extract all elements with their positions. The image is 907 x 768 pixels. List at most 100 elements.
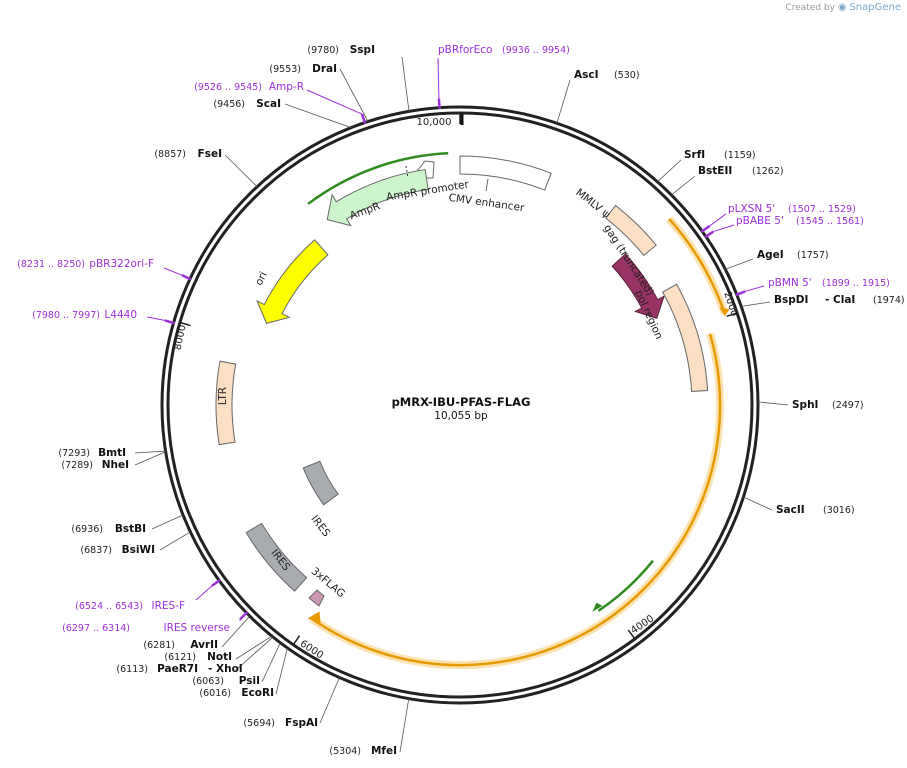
enzyme-leader-asci [556, 79, 571, 124]
feature-cmv-enhancer [459, 155, 552, 191]
enzyme-name-noti: NotI [207, 651, 232, 663]
enzyme-leader-drai [339, 68, 369, 122]
enzyme-pos-bmti: (7293) [58, 448, 90, 459]
feature-pol-region [661, 283, 709, 392]
primer-range-ires-reverse: (6297 .. 6314) [62, 623, 130, 634]
primer-range-amp-r: (9526 .. 9545) [194, 82, 262, 93]
primer-range-l4440: (7980 .. 7997) [32, 310, 100, 321]
enzyme-leader-noti [235, 635, 273, 660]
tick-mark-6000 [293, 635, 301, 645]
enzyme-pos-avrii: (6281) [143, 640, 175, 651]
green-orf-arrow-upper [307, 152, 449, 205]
enzyme-leader-nhei [134, 451, 166, 466]
enzyme-name-scai: ScaI [256, 98, 281, 110]
enzyme-name-bstbi: BstBI [115, 523, 146, 535]
enzyme-pos-agei: (1757) [797, 250, 829, 261]
primer-name-pbrforeco: pBRforEco [438, 44, 492, 56]
enzyme-name-bspdi: BspDI [774, 294, 808, 306]
enzyme-leader-mfei [399, 698, 410, 753]
leader-line-layer [134, 56, 789, 753]
enzyme-name-srfi: SrfI [684, 149, 705, 161]
enzyme-name-agei: AgeI [757, 249, 784, 261]
feature-ampr [326, 168, 429, 227]
primer-mark-pbmn-5 [735, 290, 746, 297]
primer-name-ires-reverse: IRES reverse [164, 622, 231, 634]
primer-name-pbmn-5: pBMN 5' [768, 277, 812, 289]
enzyme-name-ecori: EcoRI [241, 687, 274, 699]
primer-range-ires-f: (6524 .. 6543) [75, 601, 143, 612]
enzyme-name-drai: DraI [312, 63, 337, 75]
enzyme-leader-bspdi [741, 301, 771, 307]
enzyme-pos-bsiwi: (6837) [80, 545, 112, 556]
plasmid-name: pMRX-IBU-PFAS-FLAG [392, 395, 531, 409]
enzyme-leader-sphi [757, 401, 789, 406]
feature-mmlv-psi [605, 204, 657, 257]
enzyme-name-bmti: BmtI [98, 447, 126, 459]
primer-name-amp-r: Amp-R [269, 81, 304, 93]
tick-mark-2000 [726, 312, 737, 318]
tick-layer [180, 114, 737, 645]
green-orf-arrow-lower [597, 559, 654, 612]
enzyme-name-sspi: SspI [350, 44, 375, 56]
enzyme-pos-ecori: (6016) [199, 688, 231, 699]
enzyme-leader-bsiwi [159, 531, 191, 551]
enzyme-name-nhei: NheI [102, 459, 129, 471]
enzyme-pos-noti: (6121) [164, 652, 196, 663]
feature-ires-inner [302, 460, 339, 506]
primer-name-plxsn-5: pLXSN 5' [728, 203, 775, 215]
enzyme-pos-psii: (6063) [192, 676, 224, 687]
enzyme-name-fspai: FspAI [285, 717, 318, 729]
primer-range-pbabe-5: (1545 .. 1561) [796, 216, 864, 227]
enzyme-leader-sacii [743, 496, 773, 511]
orf-arc-top [668, 218, 726, 314]
enzyme-extra-bspdi: - ClaI [825, 294, 855, 306]
primer-range-plxsn-5: (1507 .. 1529) [788, 204, 856, 215]
primer-name-ires-f: IRES-F [151, 600, 185, 612]
primer-range-pbrforeco: (9936 .. 9954) [502, 45, 570, 56]
primer-leader-plxsn-5 [709, 213, 727, 227]
primer-leader-pbr322ori-f [163, 267, 182, 276]
enzyme-leader-srfi [657, 159, 682, 183]
orf-arrowhead-top [719, 307, 730, 317]
enzyme-leader-sspi [401, 56, 410, 112]
enzyme-leader-bstbi [151, 514, 184, 530]
enzyme-name-bsteii: BstEII [698, 165, 732, 177]
enzyme-pos-bspdi: (1974) [873, 295, 905, 306]
enzyme-pos-paer7i: (6113) [116, 664, 148, 675]
primer-mark-amp-r [360, 113, 367, 124]
primer-mark-ires-f [211, 578, 221, 587]
tick-label-0: 10,000 [417, 117, 452, 128]
enzyme-name-asci: AscI [574, 69, 599, 81]
feature-3xflag [308, 589, 325, 607]
feature-ori [256, 239, 329, 324]
enzyme-leader-paer7i [235, 636, 274, 671]
enzyme-leader-fspai [319, 677, 340, 724]
feature-label-cmv-enhancer: CMV enhancer [448, 192, 526, 215]
cmv-enhancer-leader [485, 178, 489, 192]
enzyme-name-bsiwi: BsiWI [122, 544, 155, 556]
enzyme-leader-bsteii [671, 175, 696, 196]
enzyme-leader-psii [261, 642, 281, 683]
orf-arc-main-glow [309, 332, 725, 670]
primer-leader-pbrforeco [437, 57, 440, 99]
enzyme-name-avrii: AvrII [190, 639, 218, 651]
primer-range-pbmn-5: (1899 .. 1915) [822, 278, 890, 289]
enzyme-pos-fspai: (5694) [243, 718, 275, 729]
tick-mark-8000 [180, 321, 191, 327]
enzyme-pos-bsteii: (1262) [752, 166, 784, 177]
enzyme-pos-scai: (9456) [213, 99, 245, 110]
primer-leader-ires-f [195, 585, 213, 601]
enzyme-name-fsei: FseI [198, 148, 222, 160]
orf-arrowhead-main [307, 611, 321, 624]
enzyme-pos-srfi: (1159) [724, 150, 756, 161]
watermark-prefix: Created by [785, 3, 835, 13]
snapgene-watermark: Created by ◉ SnapGene [785, 2, 901, 13]
enzyme-name-mfei: MfeI [371, 745, 397, 757]
feature-label-ires-inner: IRES [308, 513, 332, 539]
enzyme-name-psii: PsiI [239, 675, 260, 687]
feature-label-ori: ori [253, 270, 270, 288]
enzyme-pos-asci: (530) [614, 70, 640, 81]
enzyme-name-paer7i: PaeR7I [157, 663, 198, 675]
snapgene-logo-icon: ◉ [837, 2, 847, 13]
